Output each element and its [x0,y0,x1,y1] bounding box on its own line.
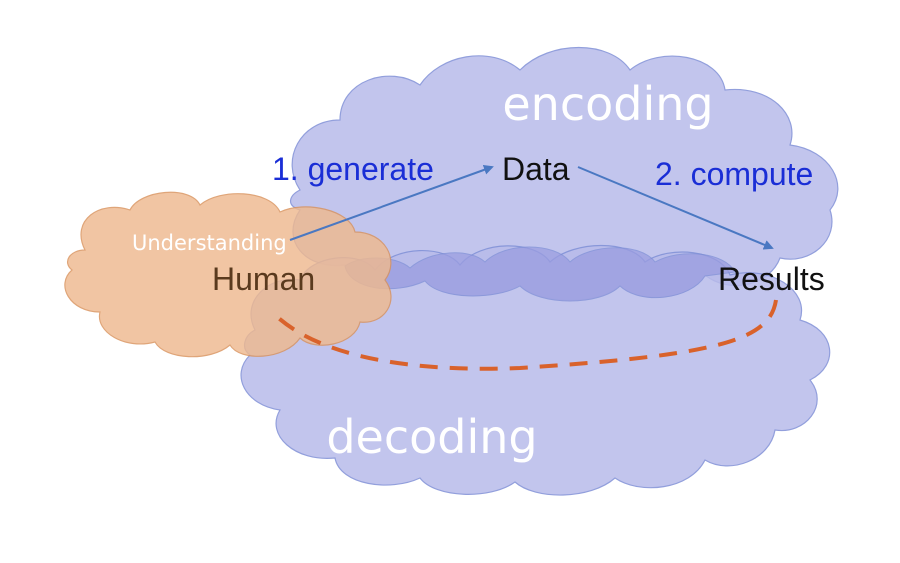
generate-step-label: 1. generate [272,151,434,187]
human-node-label: Human [212,261,315,297]
decoding-label: decoding [326,410,537,464]
compute-step-label: 2. compute [655,156,813,192]
encoding-label: encoding [502,77,713,131]
generate-arrow [289,165,494,241]
data-node-label: Data [502,151,570,187]
compute-arrow [577,166,774,250]
feedback-dashed-arc [270,299,778,371]
results-node-label: Results [718,261,825,297]
understanding-label: Understanding [132,231,287,255]
overlap-band [344,246,736,302]
